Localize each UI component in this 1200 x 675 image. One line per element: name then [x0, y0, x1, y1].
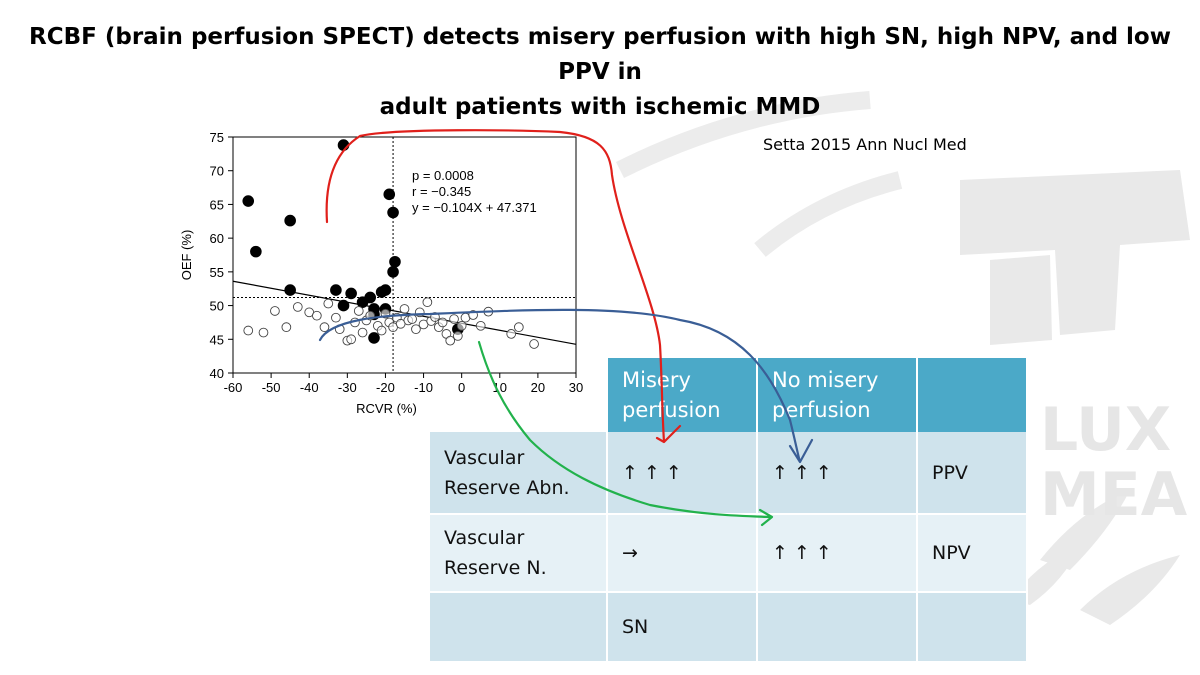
data-point-no-misery [357, 327, 368, 338]
data-point-no-misery [350, 317, 360, 328]
data-point-misery [368, 332, 380, 344]
data-point-no-misery [258, 327, 269, 338]
x-axis-label: RCVR (%) [356, 401, 417, 416]
slide-title-line1: RCBF (brain perfusion SPECT) detects mis… [29, 24, 1171, 85]
data-point-misery [337, 139, 350, 151]
data-point-no-misery [529, 339, 539, 349]
watermark-lux: LUX [1040, 395, 1171, 465]
data-point-no-misery [270, 306, 280, 316]
x-tick-label: -60 [224, 380, 243, 395]
data-point-no-misery [365, 310, 376, 321]
data-point-no-misery [319, 322, 330, 332]
y-tick-label: 75 [210, 130, 224, 145]
y-tick-label: 45 [210, 332, 224, 347]
data-point-misery [330, 284, 342, 296]
table-row: SN [430, 592, 1028, 663]
data-point-no-misery [399, 304, 410, 314]
y-tick-label: 55 [210, 265, 224, 280]
stats-text-line: y = −0.104X + 47.371 [412, 200, 537, 215]
y-tick-label: 60 [210, 231, 224, 246]
data-point-no-misery [243, 325, 254, 336]
stats-text-line: r = −0.345 [412, 184, 471, 199]
cell-ppv: PPV [917, 432, 1028, 515]
cell: ↑ ↑ ↑ [607, 432, 758, 515]
cell [917, 592, 1028, 663]
data-point-misery [364, 291, 376, 304]
stats-text-line: p = 0.0008 [412, 168, 474, 183]
y-tick-label: 65 [210, 197, 224, 212]
y-axis-label: OEF (%) [179, 230, 194, 281]
data-point-no-misery [513, 322, 524, 332]
data-point-no-misery [414, 307, 425, 318]
data-point-misery [337, 299, 350, 312]
data-point-no-misery [380, 308, 391, 319]
cell [757, 592, 918, 663]
data-point-misery [387, 206, 399, 219]
data-point-no-misery [331, 312, 341, 323]
cell: ↑ ↑ ↑ [757, 432, 918, 515]
data-point-misery [383, 188, 396, 201]
data-point-no-misery [281, 322, 292, 332]
data-point-misery [387, 266, 399, 278]
citation: Setta 2015 Ann Nucl Med [763, 135, 967, 154]
data-point-no-misery [311, 310, 322, 321]
data-point-no-misery [453, 331, 463, 341]
data-point-misery [389, 255, 401, 268]
data-point-misery [242, 195, 255, 207]
plot-frame [232, 136, 577, 374]
data-point-no-misery [430, 312, 440, 322]
x-tick-label: -20 [376, 380, 395, 395]
cell-sn: SN [607, 592, 758, 663]
data-point-no-misery [323, 298, 334, 309]
x-tick-label: -30 [338, 380, 357, 395]
data-point-no-misery [334, 324, 345, 335]
slide-title-line2: adult patients with ischemic MMD [379, 94, 821, 120]
cell-npv: NPV [917, 514, 1028, 593]
data-point-misery [379, 284, 392, 296]
data-point-no-misery [292, 302, 303, 312]
data-point-no-misery [407, 314, 417, 324]
header-cell-empty-right [917, 358, 1028, 432]
cell [430, 592, 608, 663]
data-point-no-misery [437, 317, 448, 328]
data-point-no-misery [346, 334, 356, 345]
data-point-no-misery [506, 329, 517, 339]
slide-title: RCBF (brain perfusion SPECT) detects mis… [0, 20, 1200, 125]
data-point-no-misery [475, 320, 486, 331]
cell: ↑ ↑ ↑ [757, 514, 918, 593]
data-point-no-misery [353, 306, 364, 316]
data-point-misery [345, 287, 357, 300]
x-tick-label: -50 [262, 380, 281, 395]
data-point-no-misery [483, 306, 494, 317]
watermark-mea: MEA [1040, 460, 1188, 530]
y-tick-label: 40 [210, 366, 224, 381]
data-point-no-misery [468, 310, 478, 320]
data-point-misery [284, 214, 296, 227]
data-point-no-misery [376, 325, 387, 336]
data-point-no-misery [422, 297, 433, 308]
data-point-no-misery [456, 320, 467, 331]
data-point-no-misery [449, 314, 459, 324]
y-tick-label: 50 [210, 299, 224, 314]
data-point-misery [284, 284, 296, 296]
cell: → [607, 514, 758, 593]
header-cell-empty [430, 358, 608, 432]
y-tick-label: 70 [210, 164, 224, 179]
x-tick-label: -40 [300, 380, 319, 395]
data-point-misery [250, 245, 262, 258]
